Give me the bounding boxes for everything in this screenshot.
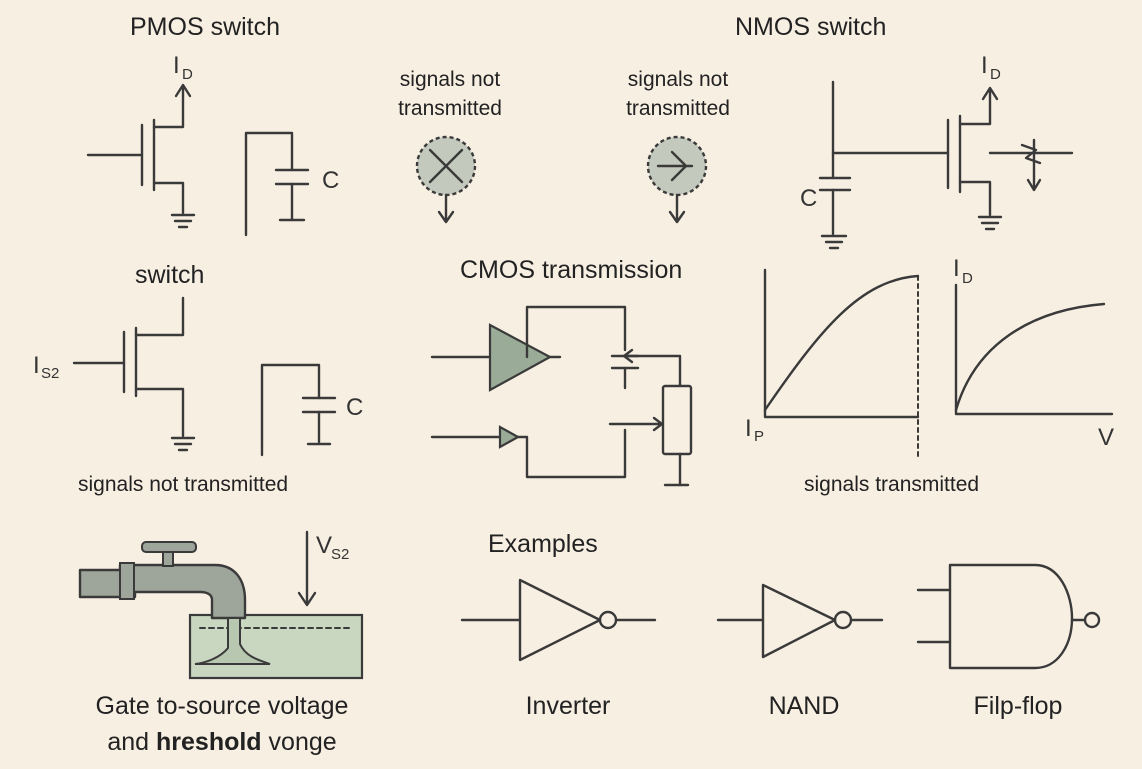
nmos-switch-title: NMOS switch [735, 13, 886, 41]
gate-voltage-caption-2: and hreshold vonge [107, 728, 336, 756]
flip-flop-symbol [916, 563, 1101, 670]
example-inverter-label: Inverter [526, 692, 611, 720]
example-nand-label: NAND [769, 692, 840, 720]
not-transmitted-1-line1: signals not [400, 68, 501, 91]
gate-voltage-caption-1: Gate to-source voltage [96, 692, 349, 720]
nmos-c-label: C [800, 185, 817, 212]
pmos-c-label: C [322, 167, 339, 194]
inverter-symbol [460, 578, 657, 662]
nmos-transistor [831, 86, 1074, 231]
not-transmitted-2-line1: signals not [628, 68, 729, 91]
examples-title: Examples [488, 530, 598, 558]
not-transmitted-3: signals not transmitted [78, 473, 288, 496]
switch-capacitor [260, 363, 337, 457]
nmos-id-sub: D [990, 66, 1001, 83]
faucet-illustration [78, 530, 364, 680]
vs2-sub: S2 [331, 546, 349, 563]
cmos-circuit [430, 305, 693, 487]
water-tank [188, 613, 364, 680]
v-axis-label: V [1098, 424, 1114, 451]
switch-c-label: C [346, 394, 363, 421]
transmitted-caption: signals transmitted [804, 473, 979, 496]
transfer-curve-1 [763, 268, 920, 459]
transfer-curve-2 [954, 283, 1114, 416]
switch-title: switch [135, 261, 204, 289]
pmos-capacitor [244, 131, 310, 237]
redirected-signal-icon [646, 135, 708, 224]
pmos-id-label: I [173, 52, 180, 79]
not-transmitted-1-line2: transmitted [398, 97, 502, 120]
pmos-transistor [86, 83, 196, 229]
buffer-triangle [488, 323, 553, 392]
small-buffer-triangle [498, 425, 521, 449]
example-flip-flop-label: Filp-flop [974, 692, 1063, 720]
pmos-id-sub: D [182, 66, 193, 83]
blocked-signal-icon [415, 135, 477, 224]
not-transmitted-2-line2: transmitted [626, 97, 730, 120]
nmos-capacitor [818, 80, 852, 250]
switch-transistor [72, 296, 196, 452]
vs2-label: V [316, 532, 332, 559]
nand-symbol [716, 583, 884, 659]
is2-sub: S2 [41, 365, 59, 382]
id-axis-sub: D [962, 270, 973, 287]
ip-label: I [745, 415, 752, 442]
pmos-switch-title: PMOS switch [130, 13, 280, 41]
cmos-title: CMOS transmission [460, 256, 682, 284]
nmos-id-label: I [981, 52, 988, 79]
ip-sub: P [754, 428, 764, 445]
is2-label: I [33, 352, 40, 379]
id-axis-label: I [953, 255, 960, 282]
